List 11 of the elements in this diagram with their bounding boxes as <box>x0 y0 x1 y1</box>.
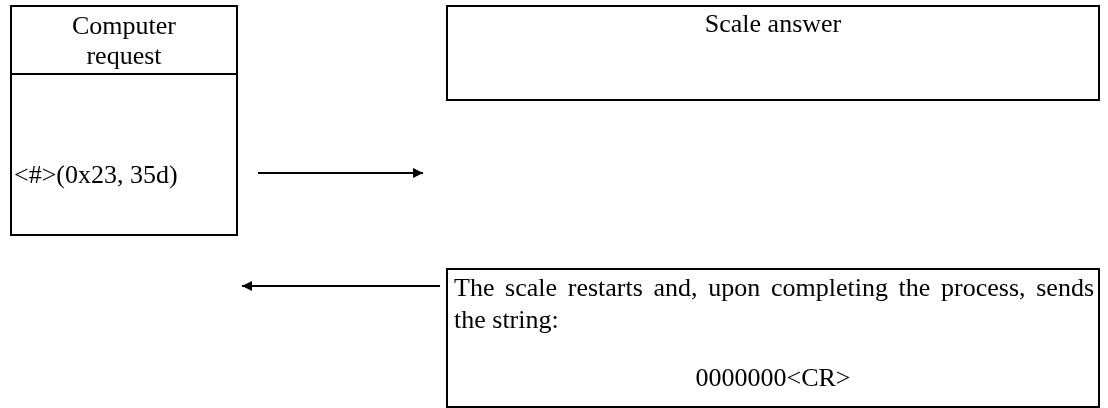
arrow <box>241 281 441 291</box>
response-string: 0000000<CR> <box>694 363 852 393</box>
description-text: The scale restarts and, upon completing the process, sends the string: <box>454 272 1094 336</box>
cell-text: Scale answer <box>703 9 843 39</box>
answer-box <box>446 268 1100 408</box>
table-cell <box>10 73 238 236</box>
header-cell <box>10 5 238 75</box>
arrow <box>257 168 424 178</box>
cell-text: Computer request <box>71 11 177 71</box>
cell-text: <#>(0x23, 35d) <box>14 160 178 190</box>
answer-box <box>446 5 1100 101</box>
